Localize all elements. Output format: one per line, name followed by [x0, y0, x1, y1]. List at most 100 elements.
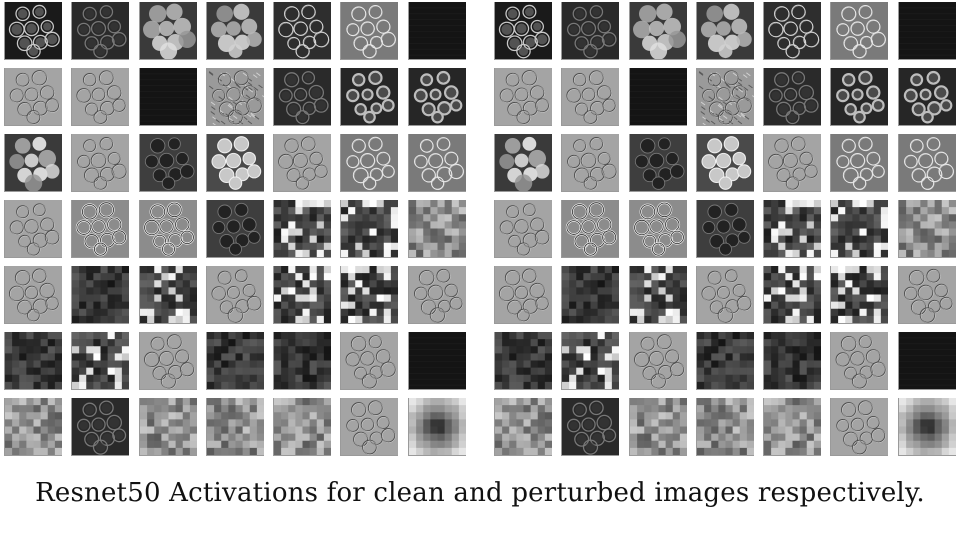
activation-map — [897, 266, 956, 324]
activation-map — [340, 266, 399, 324]
activation-map — [695, 332, 754, 390]
activation-map — [695, 68, 754, 126]
activation-map — [561, 68, 620, 126]
activation-map — [407, 200, 466, 258]
activation-map — [897, 68, 956, 126]
activation-map — [830, 266, 889, 324]
clean-activation-panel — [0, 0, 470, 460]
activation-map — [628, 266, 687, 324]
activation-map — [763, 266, 822, 324]
activation-map — [628, 332, 687, 390]
activation-map — [830, 200, 889, 258]
activation-map — [340, 398, 399, 456]
activation-map — [273, 134, 332, 192]
activation-map — [273, 266, 332, 324]
activation-map — [4, 68, 62, 126]
activation-map — [138, 332, 197, 390]
activation-map — [340, 134, 399, 192]
activation-map — [494, 200, 552, 258]
activation-map — [830, 134, 889, 192]
activation-map — [763, 398, 822, 456]
activation-map — [273, 2, 332, 60]
activation-map — [830, 332, 889, 390]
activation-map — [830, 68, 889, 126]
activation-map — [628, 134, 687, 192]
activation-map — [205, 266, 264, 324]
activation-map — [205, 134, 264, 192]
activation-map — [830, 398, 889, 456]
activation-map — [763, 2, 822, 60]
activation-map — [628, 2, 687, 60]
activation-map — [71, 398, 130, 456]
activation-map — [273, 200, 332, 258]
activation-map — [763, 68, 822, 126]
activation-map — [494, 134, 552, 192]
activation-map — [138, 266, 197, 324]
activation-map — [138, 398, 197, 456]
activation-map — [4, 266, 62, 324]
activation-map — [494, 2, 552, 60]
activation-map — [561, 266, 620, 324]
activation-map — [205, 2, 264, 60]
activation-map — [273, 332, 332, 390]
activation-map — [494, 266, 552, 324]
activation-map — [71, 266, 130, 324]
activation-map — [340, 332, 399, 390]
activation-map — [205, 68, 264, 126]
activation-map — [4, 134, 62, 192]
activation-map — [205, 200, 264, 258]
activation-map — [71, 2, 130, 60]
activation-map — [897, 332, 956, 390]
activation-map — [494, 68, 552, 126]
activation-grid — [4, 2, 466, 456]
activation-map — [71, 134, 130, 192]
activation-map — [205, 398, 264, 456]
activation-map — [763, 134, 822, 192]
activation-map — [138, 68, 197, 126]
activation-map — [830, 2, 889, 60]
activation-map — [273, 68, 332, 126]
activation-map — [407, 2, 466, 60]
activation-map — [138, 134, 197, 192]
activation-map — [695, 266, 754, 324]
activation-map — [138, 2, 197, 60]
activation-map — [407, 266, 466, 324]
activation-map — [695, 134, 754, 192]
activation-map — [4, 2, 62, 60]
activation-map — [561, 2, 620, 60]
activation-map — [407, 332, 466, 390]
activation-map — [897, 200, 956, 258]
activation-map — [494, 398, 552, 456]
activation-map — [561, 398, 620, 456]
activation-map — [628, 200, 687, 258]
activation-map — [897, 2, 956, 60]
activation-map — [340, 68, 399, 126]
activation-map — [695, 398, 754, 456]
activation-map — [407, 398, 466, 456]
perturbed-activation-panel — [490, 0, 960, 460]
activation-map — [4, 200, 62, 258]
activation-map — [138, 200, 197, 258]
activation-map — [71, 200, 130, 258]
activation-map — [561, 200, 620, 258]
activation-map — [4, 398, 62, 456]
activation-map — [561, 332, 620, 390]
activation-grid — [494, 2, 956, 456]
activation-map — [71, 332, 130, 390]
activation-map — [407, 68, 466, 126]
activation-map — [4, 332, 62, 390]
activation-map — [340, 200, 399, 258]
activation-map — [628, 398, 687, 456]
activation-map — [695, 2, 754, 60]
activation-map — [561, 134, 620, 192]
figure-caption: Resnet50 Activations for clean and pertu… — [35, 478, 925, 508]
activation-map — [628, 68, 687, 126]
activation-map — [407, 134, 466, 192]
activation-map — [695, 200, 754, 258]
activation-map — [205, 332, 264, 390]
activation-map — [897, 134, 956, 192]
activation-map — [340, 2, 399, 60]
activation-map — [763, 332, 822, 390]
activation-map — [71, 68, 130, 126]
activation-map — [763, 200, 822, 258]
